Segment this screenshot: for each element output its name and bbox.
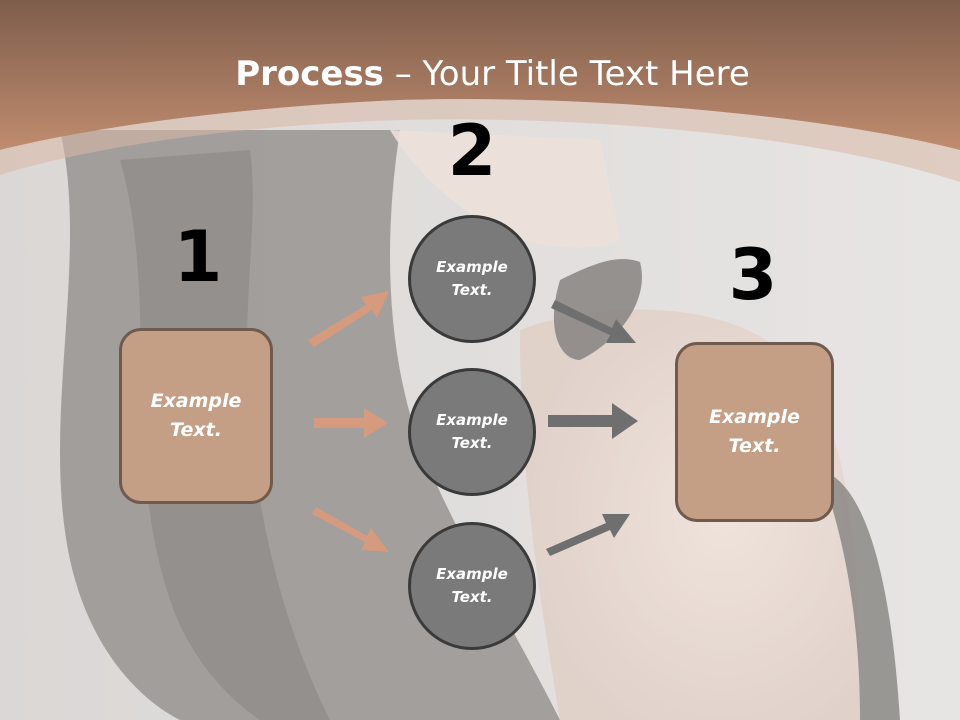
step-number-1: 1 <box>173 216 223 298</box>
gray-arrows <box>546 300 638 556</box>
arrow-bottom-to-right <box>546 514 630 556</box>
arrow-middle-to-right <box>548 403 638 439</box>
process-circle-bottom: Example Text. <box>408 522 536 650</box>
box-left-label: Example Text. <box>150 390 242 441</box>
slide-title: Process – Your Title Text Here <box>0 52 960 96</box>
circle-middle-label: Example Text. <box>436 411 508 452</box>
step-number-3: 3 <box>728 234 778 316</box>
tan-arrows <box>308 291 389 552</box>
arrow-left-to-top <box>308 291 389 347</box>
arrow-top-to-right <box>551 300 636 343</box>
step-number-2: 2 <box>447 110 497 192</box>
process-box-left: Example Text. <box>119 328 273 504</box>
process-box-right: Example Text. <box>675 342 834 522</box>
process-circle-top: Example Text. <box>408 215 536 343</box>
arrow-left-to-bottom <box>312 507 389 552</box>
arrow-left-to-middle <box>314 408 388 438</box>
circle-top-label: Example Text. <box>436 258 508 299</box>
title-bold: Process <box>235 54 384 94</box>
circle-bottom-label: Example Text. <box>436 565 508 606</box>
process-circle-middle: Example Text. <box>408 368 536 496</box>
box-right-label: Example Text. <box>709 406 800 457</box>
title-rest: – Your Title Text Here <box>383 54 750 94</box>
